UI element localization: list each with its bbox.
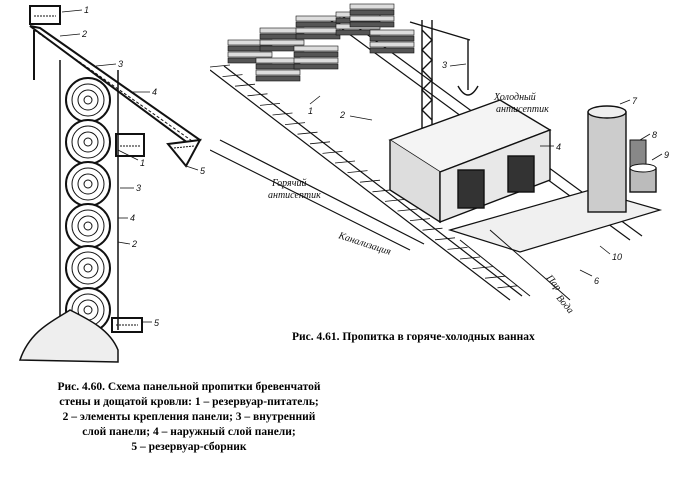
label-cold-2: антисептик (496, 104, 549, 115)
timber-stack (259, 27, 305, 52)
log-ring (65, 203, 111, 249)
label-hot-2: антисептик (268, 190, 321, 201)
log-ring (65, 161, 111, 207)
log-ring (65, 119, 111, 165)
drip-tank (115, 133, 145, 157)
bath-block (388, 99, 552, 224)
log-ring (83, 221, 93, 231)
left-callout-5: 5 (200, 166, 206, 176)
left-callout-4: 4 (152, 87, 157, 97)
panel-impregnation-figure: 1 2 3 4 1 3 4 2 5 5 (18, 5, 206, 363)
log-ring (83, 95, 93, 105)
log-ring (71, 251, 105, 285)
timber-stack (349, 3, 395, 28)
collector-roof (166, 138, 202, 168)
log-ring (77, 215, 99, 237)
log-wall-stack (65, 77, 111, 333)
label-cold-1: Холодный (493, 92, 536, 103)
log-ring (71, 125, 105, 159)
right-callout-10: 10 (612, 252, 622, 262)
left-callout-5b: 5 (154, 318, 160, 328)
log-ring (71, 209, 105, 243)
right-callout-3: 3 (442, 60, 447, 70)
log-ring (83, 179, 93, 189)
caption-left-line: 2 – элементы крепления панели; 3 – внутр… (62, 411, 316, 423)
left-callout-2b: 2 (131, 239, 137, 249)
log-ring (65, 77, 111, 123)
log-ring (77, 257, 99, 279)
right-callout-8: 8 (652, 130, 657, 140)
log-ring (77, 173, 99, 195)
caption-left-line: Рис. 4.60. Схема панельной пропитки брев… (57, 381, 321, 393)
caption-left-line: слой панели; 4 – наружный слой панели; (82, 426, 296, 438)
crane (409, 20, 479, 130)
hot-cold-bath-figure: Холодный антисептик Горячий антисептик К… (210, 3, 669, 316)
log-ring (65, 245, 111, 291)
timber-stacks (227, 3, 415, 82)
right-callout-4: 4 (556, 142, 561, 152)
log-ring (83, 305, 93, 315)
log-ring (77, 89, 99, 111)
right-callout-2: 2 (339, 110, 345, 120)
label-hot-1: Горячий (271, 178, 306, 189)
timber-stack (369, 29, 415, 54)
roof-panel (29, 25, 202, 148)
timber-stack (255, 57, 301, 82)
label-sewer: Канализация (336, 230, 393, 258)
left-callout-1b: 1 (140, 158, 145, 168)
feed-tank-top (29, 5, 61, 25)
log-ring (71, 167, 105, 201)
caption-left: Рис. 4.60. Схема панельной пропитки брев… (14, 380, 364, 455)
label-steam: Пар (543, 272, 563, 293)
right-callout-1: 1 (308, 106, 313, 116)
caption-right: Рис. 4.61. Пропитка в горяче-холодных ва… (292, 331, 535, 343)
collector-bottom (111, 317, 143, 333)
left-callout-1: 1 (84, 5, 89, 15)
log-ring (77, 131, 99, 153)
tank-9 (629, 163, 657, 193)
right-callout-7: 7 (632, 96, 638, 106)
label-water: Вода (554, 293, 576, 316)
caption-left-line: 5 – резервуар-сборник (131, 441, 247, 453)
left-callout-2: 2 (81, 29, 87, 39)
right-callout-9: 9 (664, 150, 669, 160)
tank-7 (587, 105, 627, 213)
log-ring (83, 137, 93, 147)
log-ring (83, 263, 93, 273)
timber-stack (293, 45, 339, 70)
caption-left-line: стены и дощатой кровли: 1 – резервуар-пи… (59, 396, 319, 408)
log-ring (71, 83, 105, 117)
timber-stack (295, 15, 341, 40)
left-callout-4b: 4 (130, 213, 135, 223)
right-callout-6: 6 (594, 276, 599, 286)
left-callout-3: 3 (118, 59, 123, 69)
left-callout-3b: 3 (136, 183, 141, 193)
